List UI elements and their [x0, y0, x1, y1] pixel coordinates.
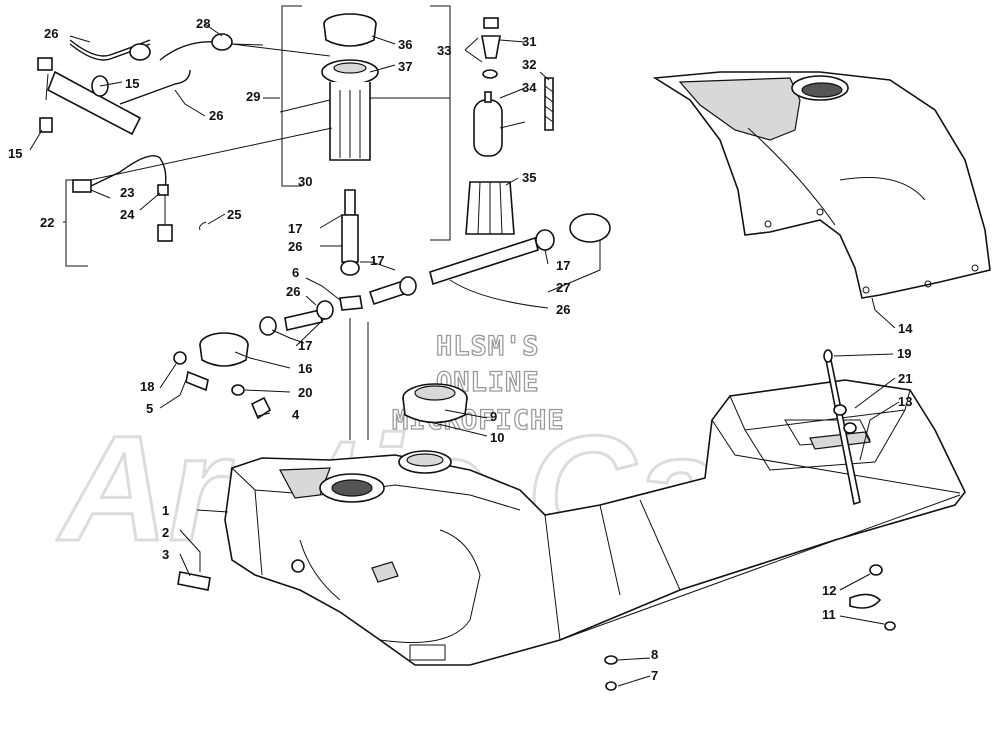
fuel-pump-parts	[465, 17, 554, 235]
callout-10: 10	[490, 430, 504, 445]
callout-20: 20	[298, 385, 312, 400]
callout-28: 28	[196, 16, 210, 31]
callout-15-lower: 15	[8, 146, 22, 161]
callout-17-a: 17	[288, 221, 302, 236]
callout-4: 4	[292, 407, 300, 422]
callout-labels: 1 2 3 4 5 6 7 8 9 10 11 12 13 14 15 15 1…	[8, 16, 913, 683]
callout-3: 3	[162, 547, 169, 562]
callout-23: 23	[120, 185, 134, 200]
callout-34: 34	[522, 80, 537, 95]
callout-37: 37	[398, 59, 412, 74]
callout-15-upper: 15	[125, 76, 139, 91]
misc-hardware	[604, 349, 896, 691]
callout-29: 29	[246, 89, 260, 104]
callout-8: 8	[651, 647, 658, 662]
callout-17-b: 17	[370, 253, 384, 268]
callout-7: 7	[651, 668, 658, 683]
callout-1: 1	[162, 503, 169, 518]
callout-33: 33	[437, 43, 451, 58]
callout-30: 30	[298, 174, 312, 189]
tank-cover	[652, 71, 991, 299]
callout-2: 2	[162, 525, 169, 540]
callout-27: 27	[556, 280, 570, 295]
watermark-line-1: HLSM'S	[436, 331, 540, 362]
callout-17-d: 17	[298, 338, 312, 353]
callout-35: 35	[522, 170, 536, 185]
callout-6: 6	[292, 265, 299, 280]
callout-16: 16	[298, 361, 312, 376]
callout-22: 22	[40, 215, 54, 230]
callout-9: 9	[490, 409, 497, 424]
callout-5: 5	[146, 401, 153, 416]
callout-11: 11	[822, 607, 836, 622]
callout-36: 36	[398, 37, 412, 52]
callout-18: 18	[140, 379, 154, 394]
fuel-tank	[224, 379, 966, 666]
callout-31: 31	[522, 34, 536, 49]
fuel-cap	[402, 383, 468, 424]
callout-21: 21	[898, 371, 912, 386]
fuel-rail	[37, 33, 233, 136]
callout-24: 24	[120, 207, 135, 222]
callout-12: 12	[822, 583, 836, 598]
callout-26-d: 26	[286, 284, 300, 299]
brackets	[65, 5, 451, 267]
fuel-pump-assembly	[321, 13, 379, 216]
callout-32: 32	[522, 57, 536, 72]
callout-14: 14	[898, 321, 913, 336]
wire-harness	[72, 155, 207, 242]
callout-26-e: 26	[556, 302, 570, 317]
callout-26-c: 26	[288, 239, 302, 254]
callout-19: 19	[897, 346, 911, 361]
callout-25: 25	[227, 207, 241, 222]
leader-lines	[29, 23, 900, 687]
callout-13: 13	[898, 394, 912, 409]
callout-17-c: 17	[556, 258, 570, 273]
callout-26-a: 26	[44, 26, 58, 41]
callout-26-b: 26	[209, 108, 223, 123]
